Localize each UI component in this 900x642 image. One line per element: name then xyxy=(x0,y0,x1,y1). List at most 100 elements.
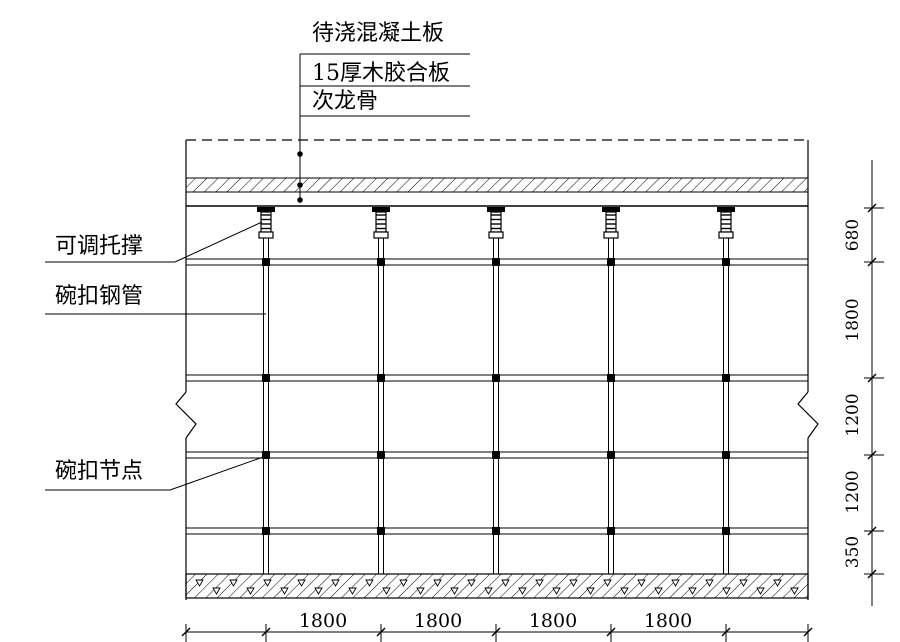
support-5-head-plate xyxy=(717,207,735,212)
dim-height-680: 680 xyxy=(843,219,863,251)
vertical-poles xyxy=(257,207,735,574)
adjustable-support-label: 可调托撑 xyxy=(55,234,143,259)
vdim-tick-2 xyxy=(867,257,877,267)
hdim-tick-1 xyxy=(181,627,191,637)
hdim-tick-2 xyxy=(261,627,271,637)
aggregate-mark-8 xyxy=(314,587,323,595)
aggregate-mark-35 xyxy=(773,579,782,587)
node-3-3 xyxy=(492,451,500,459)
break-line-left xyxy=(175,391,197,439)
aggregate-mark-5 xyxy=(263,579,272,587)
node-2-2 xyxy=(377,374,385,382)
support-2-nut xyxy=(373,231,389,239)
aggregate-mark-20 xyxy=(518,587,527,595)
aggregate-mark-9 xyxy=(331,579,340,587)
aggregate-mark-30 xyxy=(688,587,697,595)
aggregate-mark-17 xyxy=(467,579,476,587)
component-callouts: 可调托撑 碗扣钢管 碗扣节点 xyxy=(45,221,267,491)
aggregate-mark-13 xyxy=(399,579,408,587)
aggregate-mark-19 xyxy=(501,579,510,587)
support-2-head-plate xyxy=(372,207,390,212)
aggregate-mark-26 xyxy=(620,587,629,595)
aggregate-mark-28 xyxy=(654,587,663,595)
hdim-tick-6 xyxy=(721,627,731,637)
node-1-3 xyxy=(262,451,270,459)
dim-height-1200-b: 1200 xyxy=(843,470,863,513)
concrete-base xyxy=(185,573,809,599)
aggregate-mark-12 xyxy=(382,587,391,595)
bowl-buckle-node-label: 碗扣节点 xyxy=(55,459,143,484)
support-3-nut xyxy=(488,231,504,239)
vdim-tick-5 xyxy=(867,526,877,536)
slab-label: 待浇混凝土板 xyxy=(312,21,444,46)
aggregate-mark-1 xyxy=(195,579,204,587)
dim-height-1200-a: 1200 xyxy=(843,393,863,436)
secondary-joist-label: 次龙骨 xyxy=(312,89,378,114)
bowl-buckle-node-leader xyxy=(169,455,267,491)
vdim-tick-4 xyxy=(867,450,877,460)
node-2-3 xyxy=(377,451,385,459)
aggregate-mark-4 xyxy=(246,587,255,595)
aggregate-mark-33 xyxy=(739,579,748,587)
dim-bay-4: 1800 xyxy=(644,610,692,632)
node-4-4 xyxy=(607,527,615,535)
node-2-1 xyxy=(377,258,385,266)
support-3-head-plate xyxy=(487,207,505,212)
node-1-4 xyxy=(262,527,270,535)
aggregate-mark-18 xyxy=(484,587,493,595)
aggregate-mark-34 xyxy=(756,587,765,595)
dim-bay-2: 1800 xyxy=(414,610,462,632)
aggregate-mark-25 xyxy=(603,579,612,587)
node-5-2 xyxy=(722,374,730,382)
aggregate-mark-10 xyxy=(348,587,357,595)
dim-height-350: 350 xyxy=(843,536,863,568)
aggregate-mark-32 xyxy=(722,587,731,595)
aggregate-mark-27 xyxy=(637,579,646,587)
aggregate-mark-29 xyxy=(671,579,680,587)
hdim-tick-7 xyxy=(803,627,813,637)
node-1-1 xyxy=(262,258,270,266)
dim-bay-3: 1800 xyxy=(529,610,577,632)
layer-callout: 待浇混凝土板 15厚木胶合板 次龙骨 xyxy=(297,21,470,203)
bowl-buckle-pipe-label: 碗扣钢管 xyxy=(55,284,143,309)
dim-bay-1: 1800 xyxy=(299,610,347,632)
aggregate-mark-23 xyxy=(569,579,578,587)
node-3-2 xyxy=(492,374,500,382)
horizontal-ledgers xyxy=(186,258,808,535)
aggregate-mark-15 xyxy=(433,579,442,587)
vdim-tick-3 xyxy=(867,373,877,383)
break-line-right xyxy=(797,391,819,439)
node-5-4 xyxy=(722,527,730,535)
node-4-2 xyxy=(607,374,615,382)
node-3-4 xyxy=(492,527,500,535)
node-5-3 xyxy=(722,451,730,459)
aggregate-mark-3 xyxy=(229,579,238,587)
aggregate-mark-31 xyxy=(705,579,714,587)
hdim-tick-5 xyxy=(606,627,616,637)
node-4-1 xyxy=(607,258,615,266)
node-2-4 xyxy=(377,527,385,535)
aggregate-mark-16 xyxy=(450,587,459,595)
aggregate-mark-36 xyxy=(790,587,799,595)
node-1-2 xyxy=(262,374,270,382)
support-4-head-plate xyxy=(602,207,620,212)
aggregate-mark-24 xyxy=(586,587,595,595)
aggregate-mark-21 xyxy=(535,579,544,587)
aggregate-mark-6 xyxy=(280,587,289,595)
aggregate-mark-11 xyxy=(365,579,374,587)
hdim-tick-4 xyxy=(491,627,501,637)
plywood-label: 15厚木胶合板 xyxy=(312,61,450,86)
support-1-head-plate xyxy=(257,207,275,212)
aggregate-mark-7 xyxy=(297,579,306,587)
adjustable-support-leader xyxy=(174,221,263,263)
aggregate-mark-14 xyxy=(416,587,425,595)
node-3-1 xyxy=(492,258,500,266)
support-1-nut xyxy=(258,231,274,239)
vertical-dimensions: 680 1800 1200 1200 350 xyxy=(843,160,884,606)
support-5-nut xyxy=(718,231,734,239)
plywood-board xyxy=(185,177,809,193)
leader-dot-joist xyxy=(297,197,303,203)
node-5-1 xyxy=(722,258,730,266)
node-4-3 xyxy=(607,451,615,459)
dim-height-1800: 1800 xyxy=(843,298,863,341)
